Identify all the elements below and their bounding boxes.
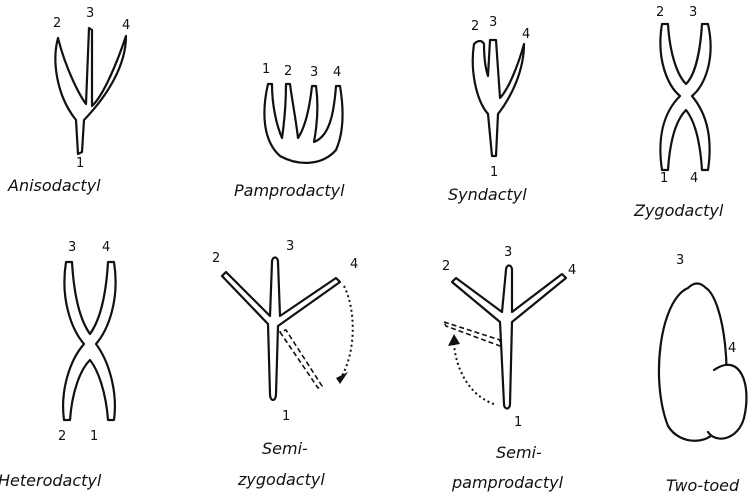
two-toed-toe-3: 3 — [676, 253, 684, 268]
pamprodactyl-label: Pamprodactyl — [234, 181, 345, 200]
semi-zygodactyl-label-line1: Semi- — [262, 439, 308, 458]
semi-zygodactyl-arrowhead — [336, 372, 348, 384]
two-toed-small-toe — [708, 365, 746, 439]
zygodactyl-outline — [660, 24, 710, 170]
syndactyl-foot: 2 3 4 1 Syndactyl — [448, 15, 530, 204]
zygodactyl-toe-1: 1 — [660, 171, 668, 186]
zygodactyl-toe-4: 4 — [690, 171, 698, 186]
pamprodactyl-toe-1: 1 — [262, 62, 270, 77]
two-toed-label: Two-toed — [666, 476, 740, 495]
semi-pamprodactyl-label-line1: Semi- — [496, 443, 542, 462]
semi-pamprodactyl-foot: 2 3 4 1 Semi- pamprodactyl — [442, 245, 576, 492]
anisodactyl-toe-3: 3 — [86, 6, 94, 21]
zygodactyl-label: Zygodactyl — [633, 201, 724, 220]
zygodactyl-foot: 2 3 1 4 Zygodactyl — [633, 5, 724, 220]
heterodactyl-toe-4: 4 — [102, 240, 110, 255]
syndactyl-outline — [473, 40, 524, 156]
anisodactyl-label: Anisodactyl — [7, 176, 101, 195]
semi-pamprodactyl-label-line2: pamprodactyl — [451, 473, 564, 492]
semi-zygodactyl-label-line2: zygodactyl — [237, 470, 325, 489]
syndactyl-toe-2: 2 — [471, 19, 479, 34]
pamprodactyl-foot: 1 2 3 4 Pamprodactyl — [234, 62, 345, 200]
semi-zygodactyl-rotation-arrow — [342, 286, 353, 376]
zygodactyl-toe-2: 2 — [656, 5, 664, 20]
anisodactyl-outline — [55, 28, 126, 154]
semi-pamprodactyl-toe-1: 1 — [514, 415, 522, 430]
heterodactyl-toe-1: 1 — [90, 429, 98, 444]
pamprodactyl-toe-2: 2 — [284, 64, 292, 79]
semi-zygodactyl-reversed-toe — [280, 330, 322, 388]
pamprodactyl-outline — [264, 84, 342, 163]
heterodactyl-outline — [63, 262, 115, 420]
syndactyl-toe-3: 3 — [489, 15, 497, 30]
semi-zygodactyl-toe-4: 4 — [350, 257, 358, 272]
semi-zygodactyl-foot: 2 3 4 1 Semi- zygodactyl — [212, 239, 358, 489]
syndactyl-label: Syndactyl — [448, 185, 527, 204]
syndactyl-toe-4: 4 — [522, 27, 530, 42]
anisodactyl-toe-2: 2 — [53, 16, 61, 31]
heterodactyl-toe-3: 3 — [68, 240, 76, 255]
semi-zygodactyl-toe-2: 2 — [212, 251, 220, 266]
semi-pamprodactyl-arrowhead — [448, 334, 460, 346]
heterodactyl-foot: 3 4 2 1 Heterodactyl — [0, 240, 116, 490]
syndactyl-toe-1: 1 — [490, 165, 498, 180]
semi-pamprodactyl-toe-2: 2 — [442, 259, 450, 274]
semi-zygodactyl-outline — [222, 258, 340, 401]
heterodactyl-label: Heterodactyl — [0, 471, 102, 490]
pamprodactyl-toe-4: 4 — [333, 65, 341, 80]
semi-pamprodactyl-rotation-arrow — [454, 344, 494, 404]
semi-zygodactyl-toe-1: 1 — [282, 409, 290, 424]
semi-pamprodactyl-toe-4: 4 — [568, 263, 576, 278]
anisodactyl-toe-1: 1 — [76, 156, 84, 171]
heterodactyl-toe-2: 2 — [58, 429, 66, 444]
semi-zygodactyl-toe-3: 3 — [286, 239, 294, 254]
two-toed-foot: 3 4 Two-toed — [659, 253, 746, 495]
zygodactyl-toe-3: 3 — [689, 5, 697, 20]
two-toed-toe-4: 4 — [728, 341, 736, 356]
anisodactyl-toe-4: 4 — [122, 18, 130, 33]
semi-pamprodactyl-toe-3: 3 — [504, 245, 512, 260]
pamprodactyl-toe-3: 3 — [310, 65, 318, 80]
anisodactyl-foot: 2 3 4 1 Anisodactyl — [7, 6, 130, 195]
